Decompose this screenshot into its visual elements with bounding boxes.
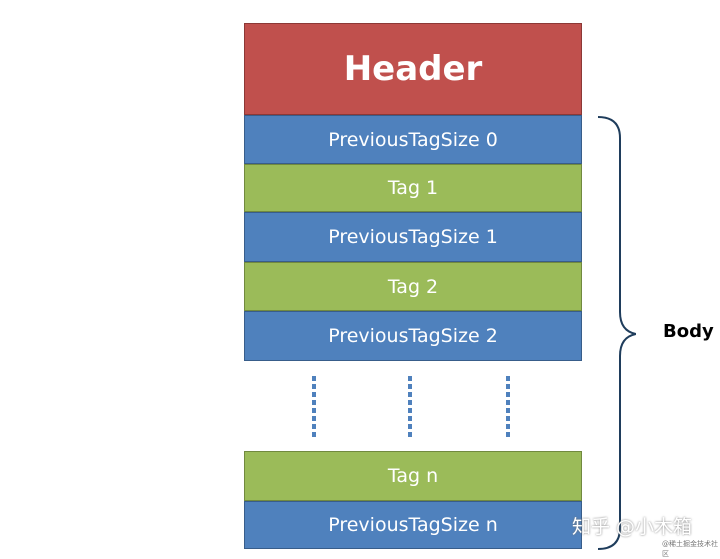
previous-tag-size-block: PreviousTagSize 0 <box>244 115 582 164</box>
ellipsis-dot <box>506 408 510 413</box>
body-brace <box>597 116 636 550</box>
ellipsis-dot <box>506 400 510 405</box>
body-label: Body <box>663 321 714 342</box>
header-block: Header <box>244 23 582 115</box>
ellipsis-dot <box>506 416 510 421</box>
ellipsis-dot <box>506 424 510 429</box>
watermark: 知乎 @小木箱 <box>572 516 693 538</box>
ellipsis-dot <box>312 392 316 397</box>
ellipsis-dot <box>312 408 316 413</box>
ellipsis-dot <box>408 384 412 389</box>
ellipsis-dot <box>408 408 412 413</box>
ellipsis-dot <box>312 384 316 389</box>
ellipsis-dot <box>312 376 316 381</box>
tag-block: Tag 2 <box>244 262 582 311</box>
ellipsis-dot <box>408 392 412 397</box>
tag-block: Tag 1 <box>244 164 582 212</box>
ellipsis-dot <box>506 392 510 397</box>
ellipsis-dot <box>408 416 412 421</box>
tag-block: Tag n <box>244 451 582 501</box>
previous-tag-size-block: PreviousTagSize 2 <box>244 311 582 361</box>
watermark-sub: @稀土掘金技术社区 <box>662 540 718 558</box>
ellipsis-dot <box>312 432 316 437</box>
ellipsis-dot <box>312 424 316 429</box>
ellipsis-dot <box>312 416 316 421</box>
ellipsis-dot <box>408 432 412 437</box>
ellipsis-dot <box>506 432 510 437</box>
previous-tag-size-block: PreviousTagSize 1 <box>244 212 582 262</box>
ellipsis-dot <box>408 376 412 381</box>
ellipsis-dot <box>312 400 316 405</box>
ellipsis-dot <box>408 400 412 405</box>
ellipsis-dot <box>506 376 510 381</box>
ellipsis-dot <box>506 384 510 389</box>
previous-tag-size-block: PreviousTagSize n <box>244 501 582 549</box>
ellipsis-dot <box>408 424 412 429</box>
